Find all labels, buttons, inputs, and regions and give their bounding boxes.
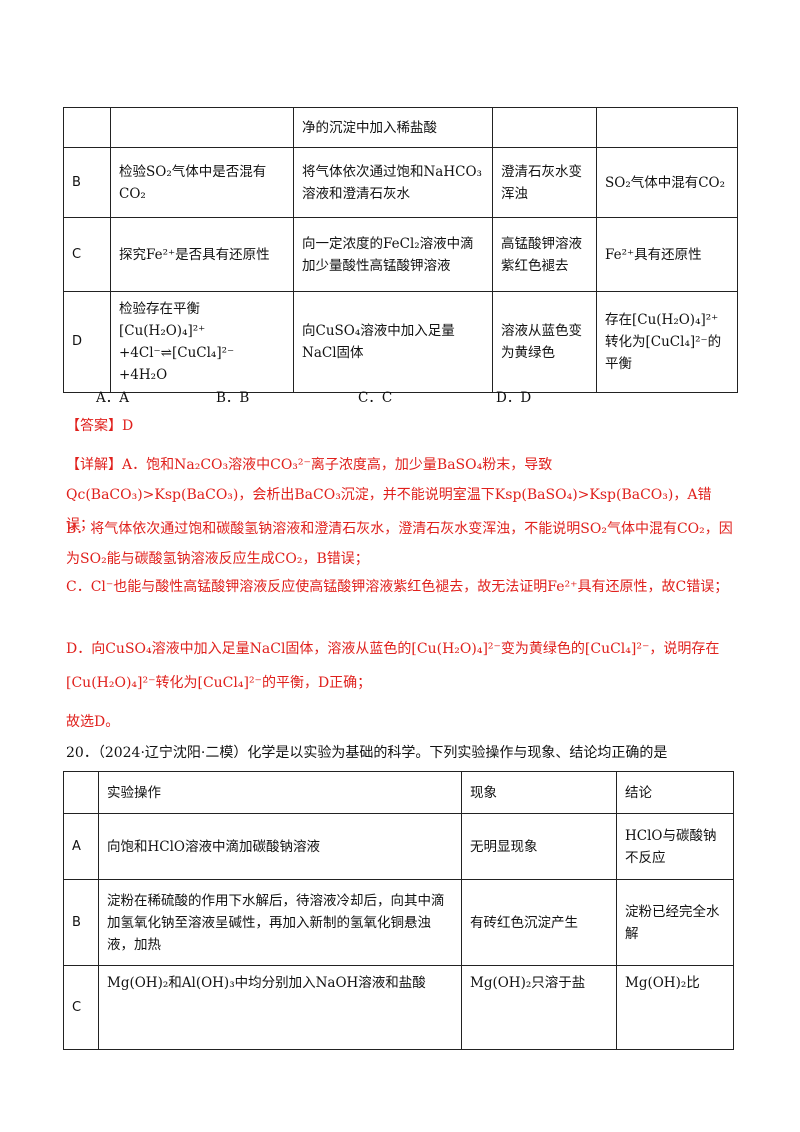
phenomenon-cell: 澄清石灰水变浑浊 xyxy=(492,147,597,218)
operation-cell: 将气体依次通过饱和NaHCO₃溶液和澄清石灰水 xyxy=(293,147,493,218)
phenomenon-cell: Mg(OH)₂只溶于盐 xyxy=(461,965,617,1050)
explanation-d: D．向CuSO₄溶液中加入足量NaCl固体，溶液从蓝色的[Cu(H₂O)₄]²⁻… xyxy=(66,641,720,691)
operation-cell: 向饱和HClO溶液中滴加碳酸钠溶液 xyxy=(98,813,462,880)
row-label xyxy=(63,107,111,148)
operation-cell: 净的沉淀中加入稀盐酸 xyxy=(293,107,493,148)
explanation-conclusion: 故选D。 xyxy=(66,714,120,730)
conclusion-cell: SO₂气体中混有CO₂ xyxy=(596,147,738,218)
operation-cell: 淀粉在稀硫酸的作用下水解后，待溶液冷却后，向其中滴加氢氧化钠至溶液呈碱性，再加入… xyxy=(98,879,462,966)
experiment-table-1: 净的沉淀中加入稀盐酸 B 检验SO₂气体中是否混有CO₂ 将气体依次通过饱和Na… xyxy=(63,107,738,393)
conclusion-cell: 淀粉已经完全水解 xyxy=(616,879,734,966)
phenomenon-cell xyxy=(492,107,597,148)
row-label: A xyxy=(63,813,99,880)
explanation-b: B．将气体依次通过饱和碳酸氢钠溶液和澄清石灰水，澄清石灰水变浑浊，不能说明SO₂… xyxy=(66,521,733,567)
purpose-cell: 检验SO₂气体中是否混有CO₂ xyxy=(110,147,294,218)
phenomenon-cell: 高锰酸钾溶液紫红色褪去 xyxy=(492,217,597,292)
explanation-a: 【详解】A．饱和Na₂CO₃溶液中CO₃²⁻离子浓度高，加少量BaSO₄粉末，导… xyxy=(66,457,712,533)
row-label: B xyxy=(63,879,99,966)
table-row: B 检验SO₂气体中是否混有CO₂ 将气体依次通过饱和NaHCO₃溶液和澄清石灰… xyxy=(63,147,738,218)
purpose-cell xyxy=(110,107,294,148)
choice-c: C．C xyxy=(358,390,393,406)
explanation-c: C．Cl⁻也能与酸性高锰酸钾溶液反应使高锰酸钾溶液紫红色褪去，故无法证明Fe²⁺… xyxy=(66,579,729,595)
choice-d: D．D xyxy=(496,390,532,406)
table-row: 净的沉淀中加入稀盐酸 xyxy=(63,107,738,148)
phenomenon-cell: 有砖红色沉淀产生 xyxy=(461,879,617,966)
header-conclusion: 结论 xyxy=(616,771,734,814)
header-phenomenon: 现象 xyxy=(461,771,617,814)
phenomenon-cell: 无明显现象 xyxy=(461,813,617,880)
conclusion-cell: Mg(OH)₂比 xyxy=(616,965,734,1050)
table-row: B 淀粉在稀硫酸的作用下水解后，待溶液冷却后，向其中滴加氢氧化钠至溶液呈碱性，再… xyxy=(63,879,734,966)
row-label: D xyxy=(63,291,111,393)
choice-a: A．A xyxy=(96,390,129,406)
conclusion-cell: Fe²⁺具有还原性 xyxy=(596,217,738,292)
row-label: C xyxy=(63,965,99,1050)
header-cell xyxy=(63,771,99,814)
purpose-cell: 检验存在平衡[Cu(H₂O)₄]²⁺ +4Cl⁻⇌[CuCl₄]²⁻ +4H₂O xyxy=(110,291,294,393)
row-label: B xyxy=(63,147,111,218)
choice-b: B．B xyxy=(216,390,250,406)
row-label: C xyxy=(63,217,111,292)
table-row: 实验操作 现象 结论 xyxy=(63,771,734,814)
conclusion-cell: 存在[Cu(H₂O)₄]²⁺转化为[CuCl₄]²⁻的平衡 xyxy=(596,291,738,393)
table-row: D 检验存在平衡[Cu(H₂O)₄]²⁺ +4Cl⁻⇌[CuCl₄]²⁻ +4H… xyxy=(63,291,738,393)
question-20: 20．（2024·辽宁沈阳·二模）化学是以实验为基础的科学。下列实验操作与现象、… xyxy=(66,745,668,761)
table-row: C Mg(OH)₂和Al(OH)₃中均分别加入NaOH溶液和盐酸 Mg(OH)₂… xyxy=(63,965,734,1050)
phenomenon-cell: 溶液从蓝色变为黄绿色 xyxy=(492,291,597,393)
conclusion-cell: HClO与碳酸钠不反应 xyxy=(616,813,734,880)
operation-cell: 向一定浓度的FeCl₂溶液中滴加少量酸性高锰酸钾溶液 xyxy=(293,217,493,292)
answer-line: 【答案】D xyxy=(66,418,134,434)
table-row: C 探究Fe²⁺是否具有还原性 向一定浓度的FeCl₂溶液中滴加少量酸性高锰酸钾… xyxy=(63,217,738,292)
experiment-table-2: 实验操作 现象 结论 A 向饱和HClO溶液中滴加碳酸钠溶液 无明显现象 HCl… xyxy=(63,771,734,1050)
table-row: A 向饱和HClO溶液中滴加碳酸钠溶液 无明显现象 HClO与碳酸钠不反应 xyxy=(63,813,734,880)
conclusion-cell xyxy=(596,107,738,148)
operation-cell: 向CuSO₄溶液中加入足量NaCl固体 xyxy=(293,291,493,393)
operation-cell: Mg(OH)₂和Al(OH)₃中均分别加入NaOH溶液和盐酸 xyxy=(98,965,462,1050)
header-operation: 实验操作 xyxy=(98,771,462,814)
purpose-cell: 探究Fe²⁺是否具有还原性 xyxy=(110,217,294,292)
